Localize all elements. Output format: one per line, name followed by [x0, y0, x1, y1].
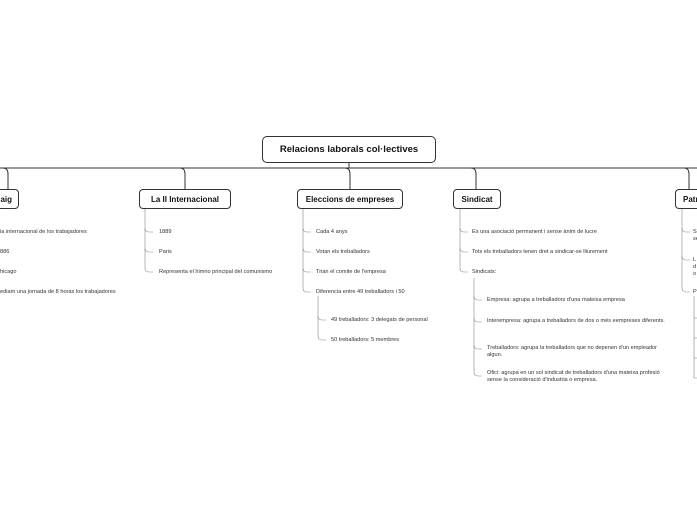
leaf-item: Votan els treballadors: [316, 249, 370, 255]
branch-label: La II Internacional: [150, 194, 219, 204]
branch-label: aig: [0, 194, 12, 204]
branch-label: Patr: [683, 194, 697, 204]
leaf-item: 886: [0, 249, 10, 255]
leaf-item: 1889: [159, 229, 172, 235]
leaf-item: Tots els treballadors tenen dret a sindi…: [472, 249, 608, 255]
root-label: Relacions laborals col·lectives: [279, 144, 419, 155]
branch-node-sindicat[interactable]: Sindicat: [453, 189, 501, 209]
sub-leaf-item: Interempresa: agrupa a treballadors de d…: [487, 318, 665, 324]
root-node[interactable]: Relacions laborals col·lectives: [262, 136, 436, 163]
leaf-item: Trian el comite de l'empresa: [316, 269, 386, 275]
sub-leaf-item: Ofici: agrupa en un sol sindicat de treb…: [487, 370, 660, 383]
leaf-item: ia internacional de los trabajadores: [0, 229, 87, 235]
leaf-item: S: [693, 229, 697, 235]
branch-node-patronal[interactable]: Patr: [675, 189, 697, 209]
leaf-item: o: [693, 271, 697, 277]
leaf-item: L: [693, 257, 697, 263]
branch-node-vaga[interactable]: aig: [0, 189, 19, 209]
leaf-item: P: [693, 289, 697, 295]
leaf-item: Diferencia entre 49 treballadors i 50: [316, 289, 405, 295]
leaf-item: Representa el himno principal del comuni…: [159, 269, 273, 275]
sub-leaf-item: Empresa: agrupa a treballadors d'una mat…: [487, 297, 625, 303]
leaf-item: Es una asociació permanent i sense ànim …: [472, 229, 597, 235]
branch-label: Eleccions de empreses: [305, 194, 395, 204]
leaf-item: hicago: [0, 269, 17, 275]
branch-label: Sindicat: [461, 194, 493, 204]
sub-leaf-item: 49 treballadors: 3 delegats de personal: [331, 317, 428, 323]
sub-leaf-item: Treballadors: agrupa la treballadors que…: [487, 345, 658, 358]
branch-node-eleccions[interactable]: Eleccions de empreses: [297, 189, 403, 209]
leaf-item: ediam una jornada de 8 horas los trabaja…: [0, 289, 116, 295]
leaf-item: Paris: [159, 249, 172, 255]
branch-node-internacional[interactable]: La II Internacional: [139, 189, 231, 209]
sub-leaf-item: 50 treballadors: 5 membres: [331, 337, 400, 343]
leaf-item: se: [693, 236, 697, 242]
leaf-item: d: [693, 264, 697, 270]
leaf-item: Cada 4 anys: [316, 229, 348, 235]
leaf-item: Sindicats:: [472, 269, 497, 275]
